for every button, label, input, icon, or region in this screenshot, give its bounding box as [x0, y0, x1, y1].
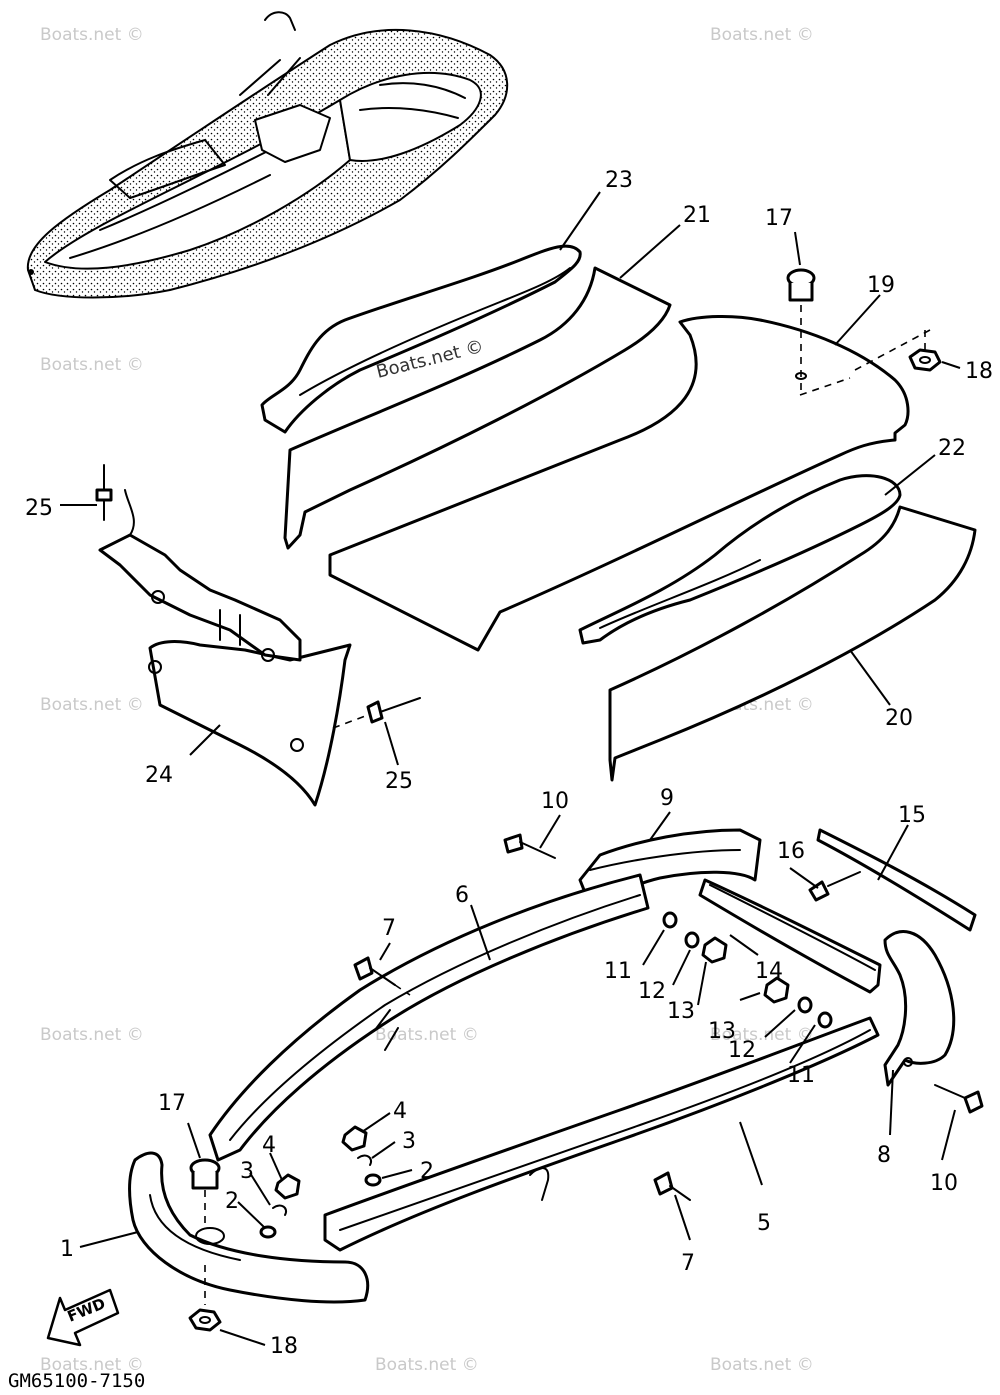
part-17-grommet[interactable] [786, 268, 816, 395]
callout-3: 3 [402, 1129, 416, 1154]
watermark: Boats.net © [375, 1355, 479, 1375]
part-13-nut[interactable] [763, 976, 790, 1004]
callout-17: 17 [765, 206, 793, 231]
callout-19: 19 [867, 273, 895, 298]
callout-10: 10 [541, 789, 569, 814]
callout-20: 20 [885, 706, 913, 731]
callout-17: 17 [158, 1091, 186, 1116]
callout-18: 18 [965, 359, 993, 384]
callout-11: 11 [604, 959, 632, 984]
callout-21: 21 [683, 203, 711, 228]
part-11-washer[interactable] [662, 911, 678, 929]
callout-1: 1 [60, 1237, 74, 1262]
part-5-rail[interactable] [323, 1016, 880, 1252]
part-18-nut[interactable] [188, 1308, 222, 1332]
part-19-mat[interactable] [328, 315, 910, 652]
leader-lines [60, 191, 961, 1346]
callout-25: 25 [385, 769, 413, 794]
watermark: Boats.net © [710, 1355, 814, 1375]
part-8-bracket[interactable] [883, 930, 956, 1087]
watermark: Boats.net © [40, 1355, 144, 1375]
part-2-washer[interactable] [259, 1225, 277, 1239]
callout-13: 13 [667, 999, 695, 1024]
part-18-nut[interactable] [908, 330, 942, 372]
part-3-lock-washer[interactable] [272, 1204, 287, 1216]
callout-24: 24 [145, 763, 173, 788]
callout-9: 9 [660, 786, 674, 811]
part-13-nut[interactable] [701, 936, 728, 964]
callout-7: 7 [382, 916, 396, 941]
callout-4: 4 [262, 1133, 276, 1158]
watermark: Boats.net © [40, 25, 144, 45]
part-4-nut[interactable] [341, 1125, 368, 1152]
part-10-bolt[interactable] [503, 833, 556, 859]
callout-12: 12 [638, 979, 666, 1004]
callout-8: 8 [877, 1143, 891, 1168]
part-17-grommet[interactable] [189, 1158, 221, 1190]
part-2-washer[interactable] [364, 1173, 382, 1187]
watermark: Boats.net © [40, 1025, 144, 1045]
part-10-bolt[interactable] [934, 1084, 984, 1114]
callout-6: 6 [455, 883, 469, 908]
watermark: Boats.net © [710, 25, 814, 45]
part-15-strip[interactable] [816, 828, 977, 932]
callout-23: 23 [605, 168, 633, 193]
part-7-bolt[interactable] [353, 956, 396, 986]
callout-10: 10 [930, 1171, 958, 1196]
watercraft-illustration [26, 11, 509, 299]
part-4-nut[interactable] [274, 1173, 301, 1200]
part-16-rivet[interactable] [808, 871, 861, 902]
part-25-rivet[interactable] [366, 697, 421, 724]
watermark: Boats.net © [375, 1025, 479, 1045]
part-6-rail[interactable] [208, 873, 650, 1162]
callout-14: 14 [755, 959, 783, 984]
callout-7: 7 [681, 1251, 695, 1276]
part-1-bumper[interactable] [128, 1151, 370, 1304]
callout-15: 15 [898, 803, 926, 828]
part-20-mat[interactable] [608, 505, 977, 782]
part-21-mat[interactable] [283, 266, 672, 550]
drawing-code: GM65100-7150 [8, 1370, 145, 1392]
callout-11: 11 [787, 1063, 815, 1088]
fwd-arrow-icon: FWD [46, 1288, 120, 1347]
callout-16: 16 [777, 839, 805, 864]
callout-22: 22 [938, 436, 966, 461]
part-3-lock-washer[interactable] [357, 1154, 372, 1166]
callout-12: 12 [728, 1038, 756, 1063]
callout-18: 18 [270, 1334, 298, 1359]
part-23-mat[interactable] [260, 244, 582, 434]
part-22-mat[interactable] [578, 474, 902, 645]
part-12-washer[interactable] [684, 931, 700, 949]
watermark: Boats.net © [710, 1025, 814, 1045]
part-25-rivet[interactable] [95, 464, 113, 521]
callout-2: 2 [420, 1159, 434, 1184]
callout-4: 4 [393, 1099, 407, 1124]
callouts: 23 21 17 19 18 22 20 25 24 25 10 9 15 16… [25, 168, 993, 1359]
part-7-bolt[interactable] [653, 1171, 691, 1201]
callout-25: 25 [25, 496, 53, 521]
part-11-washer[interactable] [817, 1011, 833, 1029]
part-24-bracket[interactable] [148, 640, 352, 807]
watermark: Boats.net © [40, 695, 144, 715]
callout-2: 2 [225, 1189, 239, 1214]
part-14-rail[interactable] [698, 878, 882, 994]
callout-3: 3 [240, 1159, 254, 1184]
callout-13: 13 [708, 1019, 736, 1044]
part-12-washer[interactable] [797, 996, 813, 1014]
callout-5: 5 [757, 1211, 771, 1236]
watermark: Boats.net © [40, 355, 144, 375]
